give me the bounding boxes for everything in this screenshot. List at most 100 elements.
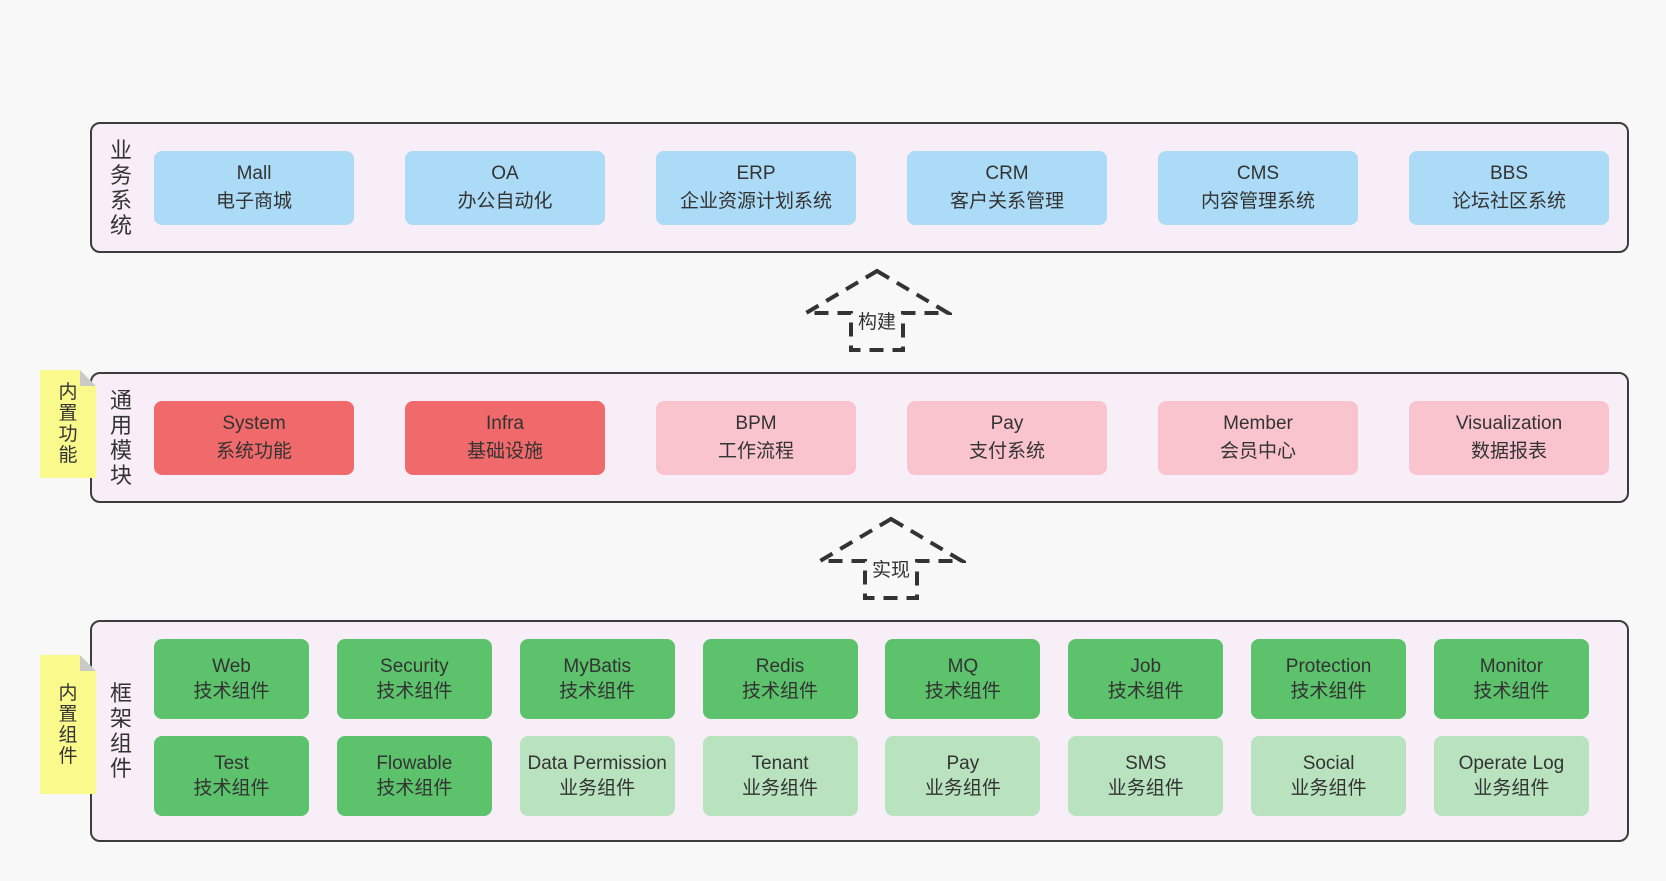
box-title: BPM xyxy=(735,412,777,434)
box-social: Social 业务组件 xyxy=(1251,736,1407,816)
box-subtitle: 工作流程 xyxy=(717,440,794,462)
layer-label-common-modules: 通用模块 xyxy=(109,387,132,488)
arrow-implement: 实现 xyxy=(816,516,966,602)
box-title: CRM xyxy=(985,162,1029,184)
box-erp: ERP 企业资源计划系统 xyxy=(656,150,856,225)
box-mybatis: MyBatis 技术组件 xyxy=(519,639,675,719)
box-crm: CRM 客户关系管理 xyxy=(907,150,1107,225)
folded-corner-icon xyxy=(80,370,96,386)
box-subtitle: 数据报表 xyxy=(1470,440,1547,462)
box-title: Mall xyxy=(236,162,272,184)
box-bpm: BPM 工作流程 xyxy=(656,400,856,475)
layer-framework-components: 内置组件 框架组件 Web 技术组件 Security 技术组件 MyBatis… xyxy=(90,620,1629,842)
box-subtitle: 业务组件 xyxy=(1107,778,1184,799)
box-mq: MQ 技术组件 xyxy=(885,639,1041,719)
box-oa: OA 办公自动化 xyxy=(405,150,605,225)
arrow-build-label: 构建 xyxy=(854,312,900,334)
box-subtitle: 技术组件 xyxy=(1473,681,1550,702)
box-subtitle: 技术组件 xyxy=(376,778,453,799)
tech-components-row: Web 技术组件 Security 技术组件 MyBatis 技术组件 Redi… xyxy=(154,639,1589,719)
box-subtitle: 技术组件 xyxy=(924,681,1001,702)
box-pay-module: Pay 支付系统 xyxy=(907,400,1107,475)
box-subtitle: 技术组件 xyxy=(193,681,270,702)
box-protection: Protection 技术组件 xyxy=(1251,639,1407,719)
box-job: Job 技术组件 xyxy=(1068,639,1224,719)
sticky-note-text: 内置组件 xyxy=(58,682,78,767)
box-title: BBS xyxy=(1489,162,1529,184)
box-title: Tenant xyxy=(751,753,809,774)
box-member: Member 会员中心 xyxy=(1158,400,1358,475)
dashed-up-arrow-icon xyxy=(816,516,966,600)
business-systems-row: Mall 电子商城 OA 办公自动化 ERP 企业资源计划系统 CRM 客户关系… xyxy=(154,124,1609,251)
box-subtitle: 技术组件 xyxy=(1290,681,1367,702)
box-title: Job xyxy=(1130,656,1162,677)
layer-common-modules: 内置功能 通用模块 System 系统功能 Infra 基础设施 BPM 工作流… xyxy=(90,372,1629,503)
box-subtitle: 技术组件 xyxy=(742,681,819,702)
box-mall: Mall 电子商城 xyxy=(154,150,354,225)
box-subtitle: 客户关系管理 xyxy=(949,190,1064,212)
common-modules-row: System 系统功能 Infra 基础设施 BPM 工作流程 Pay 支付系统… xyxy=(154,374,1609,501)
box-subtitle: 企业资源计划系统 xyxy=(679,190,832,212)
box-subtitle: 系统功能 xyxy=(215,440,292,462)
box-tenant: Tenant 业务组件 xyxy=(702,736,858,816)
box-visualization: Visualization 数据报表 xyxy=(1409,400,1609,475)
box-subtitle: 技术组件 xyxy=(193,778,270,799)
box-bbs: BBS 论坛社区系统 xyxy=(1409,150,1609,225)
layer-label-framework-components: 框架组件 xyxy=(109,681,132,781)
box-subtitle: 基础设施 xyxy=(466,440,543,462)
dashed-up-arrow-icon xyxy=(802,268,952,352)
box-title: MyBatis xyxy=(563,656,631,677)
layer-business-systems: 业务系统 Mall 电子商城 OA 办公自动化 ERP 企业资源计划系统 CRM… xyxy=(90,122,1629,253)
box-title: Infra xyxy=(485,412,525,434)
box-subtitle: 业务组件 xyxy=(1290,778,1367,799)
box-monitor: Monitor 技术组件 xyxy=(1433,639,1589,719)
box-system: System 系统功能 xyxy=(154,400,354,475)
box-data-permission: Data Permission 业务组件 xyxy=(519,736,675,816)
box-subtitle: 会员中心 xyxy=(1219,440,1296,462)
box-subtitle: 技术组件 xyxy=(1107,681,1184,702)
box-infra: Infra 基础设施 xyxy=(405,400,605,475)
framework-components-rows: Web 技术组件 Security 技术组件 MyBatis 技术组件 Redi… xyxy=(154,639,1589,816)
box-security: Security 技术组件 xyxy=(336,639,492,719)
box-title: Data Permission xyxy=(527,753,667,774)
box-title: Protection xyxy=(1285,656,1372,677)
box-title: System xyxy=(222,412,286,434)
box-operate-log: Operate Log 业务组件 xyxy=(1433,736,1589,816)
box-subtitle: 内容管理系统 xyxy=(1200,190,1315,212)
box-title: SMS xyxy=(1125,753,1167,774)
box-title: Social xyxy=(1302,753,1355,774)
box-title: ERP xyxy=(736,162,776,184)
box-title: Pay xyxy=(946,753,980,774)
box-subtitle: 办公自动化 xyxy=(457,190,553,212)
box-title: Flowable xyxy=(376,753,453,774)
box-flowable: Flowable 技术组件 xyxy=(336,736,492,816)
box-title: CMS xyxy=(1236,162,1280,184)
box-title: MQ xyxy=(947,656,979,677)
box-title: Security xyxy=(380,656,449,677)
box-test: Test 技术组件 xyxy=(154,736,309,816)
box-title: Redis xyxy=(755,656,805,677)
box-subtitle: 技术组件 xyxy=(559,681,636,702)
box-subtitle: 业务组件 xyxy=(924,778,1001,799)
sticky-note-built-in-features: 内置功能 xyxy=(40,370,96,478)
box-title: Monitor xyxy=(1479,656,1544,677)
box-subtitle: 技术组件 xyxy=(376,681,453,702)
layer-label-business-systems: 业务系统 xyxy=(109,137,132,238)
box-title: Visualization xyxy=(1455,412,1563,434)
box-subtitle: 业务组件 xyxy=(742,778,819,799)
biz-components-row: Test 技术组件 Flowable 技术组件 Data Permission … xyxy=(154,736,1589,816)
box-title: Test xyxy=(214,753,249,774)
box-subtitle: 电子商城 xyxy=(215,190,292,212)
box-web: Web 技术组件 xyxy=(154,639,309,719)
box-redis: Redis 技术组件 xyxy=(702,639,858,719)
sticky-note-text: 内置功能 xyxy=(58,382,78,466)
box-sms: SMS 业务组件 xyxy=(1068,736,1224,816)
box-subtitle: 业务组件 xyxy=(1473,778,1550,799)
box-title: OA xyxy=(491,162,519,184)
box-subtitle: 支付系统 xyxy=(968,440,1045,462)
box-title: Pay xyxy=(990,412,1024,434)
box-title: Operate Log xyxy=(1458,753,1565,774)
box-cms: CMS 内容管理系统 xyxy=(1158,150,1358,225)
box-subtitle: 论坛社区系统 xyxy=(1451,190,1566,212)
